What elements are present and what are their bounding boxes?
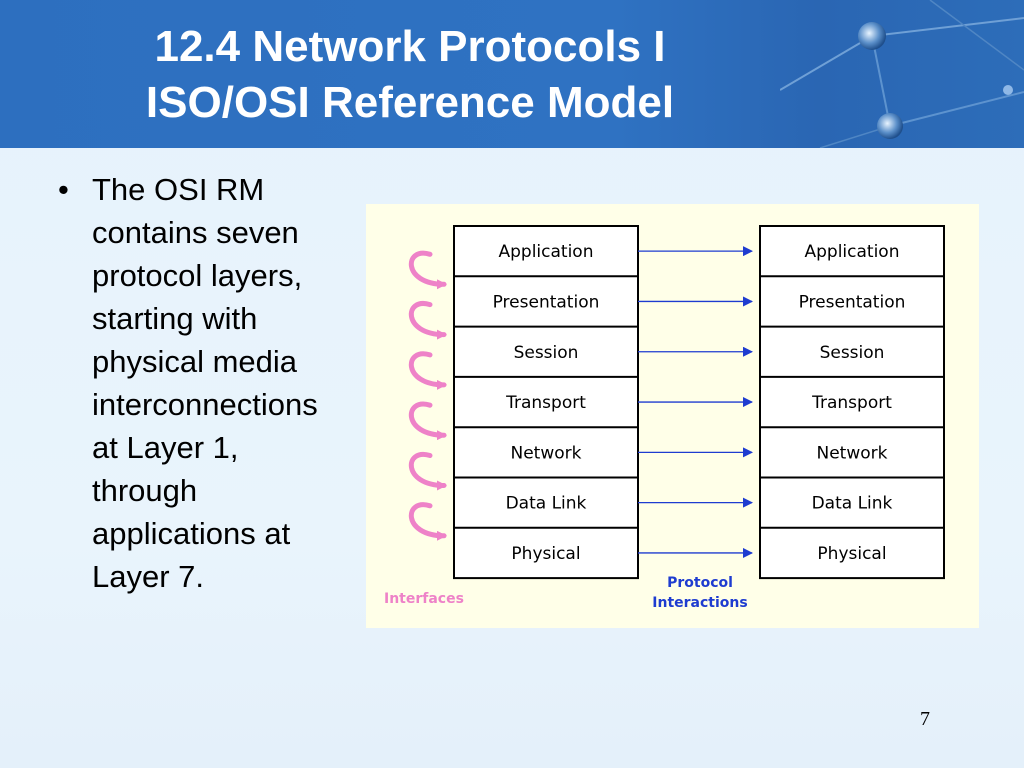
left-layer-network: Network (511, 443, 582, 463)
slide-title-line-1: 12.4 Network Protocols I (154, 22, 666, 71)
bullet-line: applications at (92, 516, 291, 551)
page-number: 7 (920, 708, 930, 730)
left-layer-presentation: Presentation (493, 292, 600, 312)
left-layer-transport: Transport (505, 393, 586, 413)
bullet-line: starting with (92, 301, 258, 336)
left-layer-physical: Physical (511, 544, 580, 564)
bullet-line: protocol layers, (92, 258, 303, 293)
right-layer-data-link: Data Link (812, 494, 893, 514)
interface-arrow (408, 401, 447, 441)
bullet-line: through (92, 473, 198, 508)
right-layer-session: Session (820, 343, 885, 363)
protocol-caption-line-2: Interactions (652, 595, 747, 611)
bullet-line: contains seven (92, 215, 299, 250)
decorative-network-art (780, 0, 1024, 148)
left-layer-application: Application (499, 242, 594, 262)
right-layer-transport: Transport (811, 393, 892, 413)
bullet-list: • The OSI RM contains seven protocol lay… (58, 168, 358, 598)
osi-diagram-canvas: ApplicationPresentationSessionTransportN… (384, 225, 945, 611)
bullet-marker: • (58, 172, 69, 207)
interface-arrow (408, 451, 447, 491)
bullet-line: Layer 7. (92, 559, 205, 594)
header-banner: 12.4 Network Protocols I ISO/OSI Referen… (0, 0, 1024, 148)
left-stack-frame (453, 225, 639, 580)
left-layer-session: Session (514, 343, 579, 363)
interface-arrow (408, 351, 447, 390)
right-layer-presentation: Presentation (799, 292, 906, 312)
interface-arrows (408, 250, 447, 541)
right-layer-stack: ApplicationPresentationSessionTransportN… (759, 225, 945, 580)
protocol-arrows (638, 246, 753, 558)
bullet-line: The OSI RM (92, 172, 265, 207)
left-layer-data-link: Data Link (506, 494, 587, 514)
interface-arrow (408, 301, 447, 340)
interface-arrow (408, 250, 447, 290)
slide-title-line-2: ISO/OSI Reference Model (145, 78, 675, 127)
protocol-caption-line-1: Protocol (667, 575, 733, 591)
bullet-line: at Layer 1, (92, 430, 239, 465)
right-stack-frame (759, 225, 945, 580)
bullet-line: interconnections (92, 387, 318, 422)
bullet-item: • The OSI RM contains seven protocol lay… (58, 168, 358, 598)
interface-arrow (408, 502, 447, 541)
bullet-line: physical media (92, 344, 298, 379)
right-layer-physical: Physical (817, 544, 886, 564)
left-layer-stack: ApplicationPresentationSessionTransportN… (453, 225, 639, 580)
interfaces-caption: Interfaces (384, 591, 464, 607)
right-layer-network: Network (817, 443, 888, 463)
right-layer-application: Application (805, 242, 900, 262)
